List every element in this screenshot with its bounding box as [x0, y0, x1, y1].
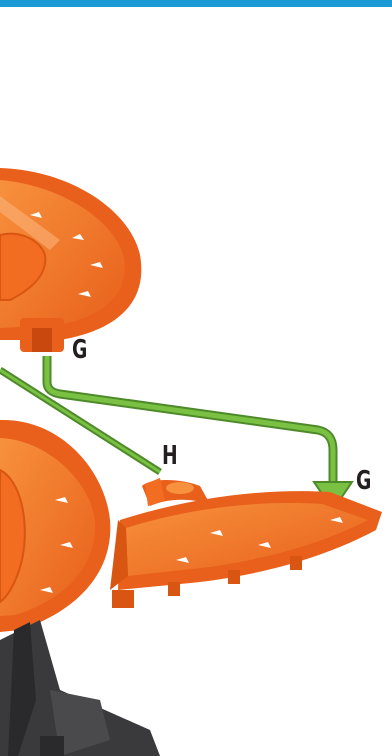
callout-label-g-upper: G [72, 337, 87, 363]
callout-label-g-target: G [356, 468, 371, 494]
upper-spiral-track [0, 168, 141, 352]
callout-label-h: H [162, 443, 178, 469]
curved-track-g [110, 491, 382, 608]
guide-arrow-g [47, 356, 333, 486]
lower-spiral-track [0, 420, 110, 632]
track-stand [0, 620, 160, 756]
